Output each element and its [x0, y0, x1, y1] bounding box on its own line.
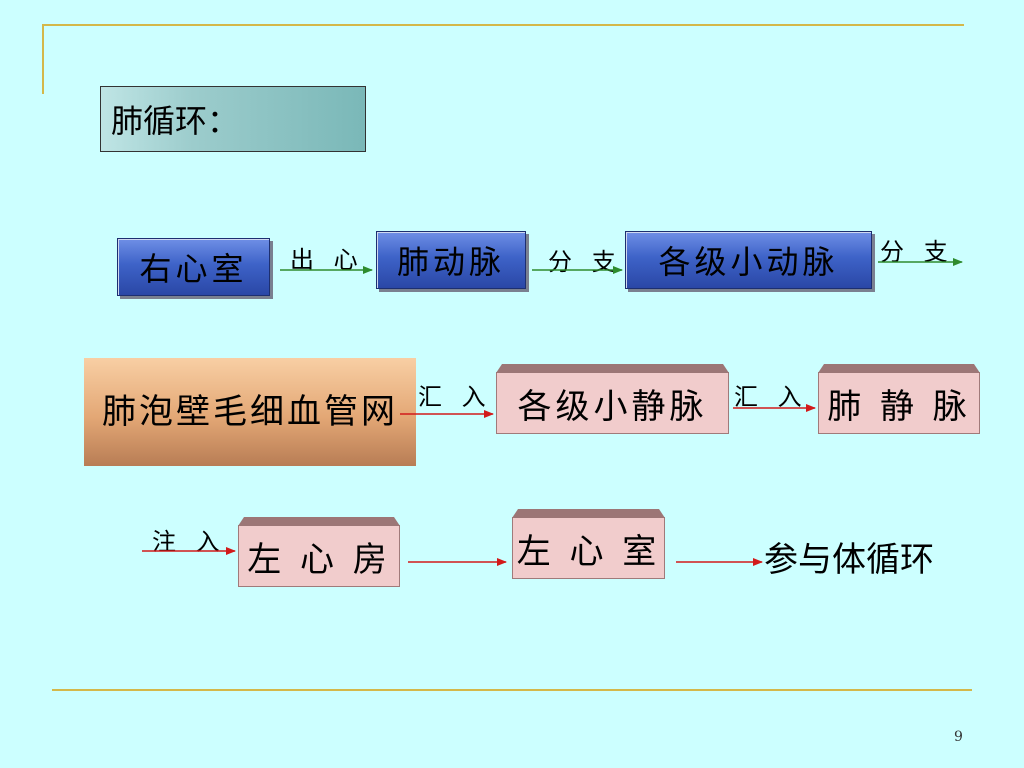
slide-title: 肺循环： [100, 86, 366, 152]
node-pulmonary-artery: 肺动脉 [376, 231, 526, 289]
label-merge-2: 汇 入 [734, 383, 808, 411]
node-pulmonary-vein: 肺 静 脉 [818, 372, 980, 434]
node-alveolar-capillary-network: 肺泡壁毛细血管网 [84, 358, 416, 466]
bottom-rule [52, 689, 972, 691]
label-merge-1: 汇 入 [418, 383, 492, 411]
node-right-ventricle: 右心室 [117, 238, 270, 296]
top-rule [42, 24, 964, 26]
node-small-veins: 各级小静脉 [496, 372, 729, 434]
text-join-systemic-circulation: 参与体循环 [764, 540, 934, 580]
node-left-ventricle: 左 心 室 [512, 517, 665, 579]
page-number: 9 [954, 729, 963, 745]
node-left-atrium: 左 心 房 [238, 525, 400, 587]
node-small-arteries: 各级小动脉 [625, 231, 872, 289]
left-rule [42, 24, 44, 94]
label-branch-1: 分 支 [548, 248, 622, 276]
